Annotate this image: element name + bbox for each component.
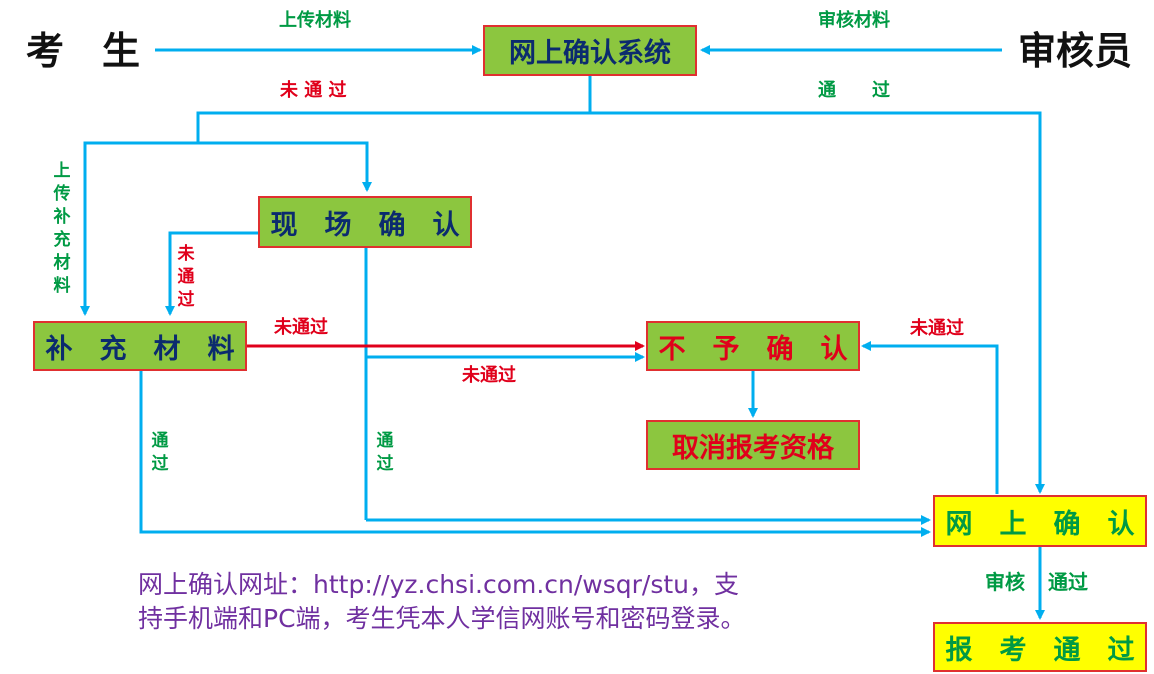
cancel-qualification-text: 取消报考资格: [672, 432, 834, 464]
review-label: 审核: [985, 570, 1025, 594]
supplement-passed-label: 通过: [151, 431, 169, 474]
website-note-line2: 持手机端和PC端，考生凭本人学信网账号和密码登录。: [138, 604, 746, 633]
supplement-not-passed-label: 未通过: [274, 317, 328, 338]
website-note: 网上确认网址：http://yz.chsi.com.cn/wsqr/stu，支 …: [138, 568, 858, 636]
registration-passed-text: 报 考 通 过: [945, 634, 1135, 666]
registration-passed-box: 报 考 通 过: [933, 622, 1147, 672]
not-passed-top-label: 未 通 过: [280, 80, 347, 101]
reject-confirm-text: 不 予 确 认: [658, 333, 848, 365]
arrow-supplement-to-online-confirm: [139, 370, 931, 537]
upload-supplement-label: 上传补充材料: [53, 161, 71, 296]
website-note-line1: 网上确认网址：http://yz.chsi.com.cn/wsqr/stu，支: [138, 570, 740, 599]
online-confirm-system-text: 网上确认系统: [509, 38, 671, 69]
supplement-materials-text: 补 充 材 料: [45, 333, 235, 365]
online-confirm-system-box: 网上确认系统: [483, 25, 697, 76]
arrow-online-to-reject: [861, 341, 999, 494]
cancel-qualification-box: 取消报考资格: [646, 420, 860, 470]
reject-confirm-box: 不 予 确 认: [646, 321, 860, 371]
line-not-passed-left: [196, 111, 590, 143]
upload-materials-label: 上传材料: [279, 10, 351, 31]
review-passed-label: 通过: [1048, 570, 1088, 594]
onsite-passed-label: 通过: [376, 431, 394, 474]
onsite-to-reject-label: 未通过: [462, 365, 516, 386]
arrow-to-onsite: [198, 141, 372, 192]
online-confirm-text: 网 上 确 认: [945, 508, 1135, 540]
online-to-reject-label: 未通过: [910, 318, 964, 339]
onsite-confirm-box: 现 场 确 认: [258, 196, 472, 248]
online-confirm-box: 网 上 确 认: [933, 495, 1147, 547]
reviewer-label: 审核员: [1018, 29, 1133, 73]
arrow-onsite-to-supplement: [165, 231, 258, 316]
onsite-confirm-text: 现 场 确 认: [270, 209, 460, 241]
review-materials-label: 审核材料: [818, 10, 890, 31]
arrow-upload-supplement: [80, 141, 198, 316]
onsite-not-passed-label: 未通过: [177, 244, 195, 310]
arrow-passed-to-online-confirm: [590, 111, 1045, 494]
supplement-materials-box: 补 充 材 料: [33, 321, 247, 371]
candidate-label: 考 生: [26, 29, 141, 73]
passed-top-label: 通 过: [818, 80, 890, 101]
